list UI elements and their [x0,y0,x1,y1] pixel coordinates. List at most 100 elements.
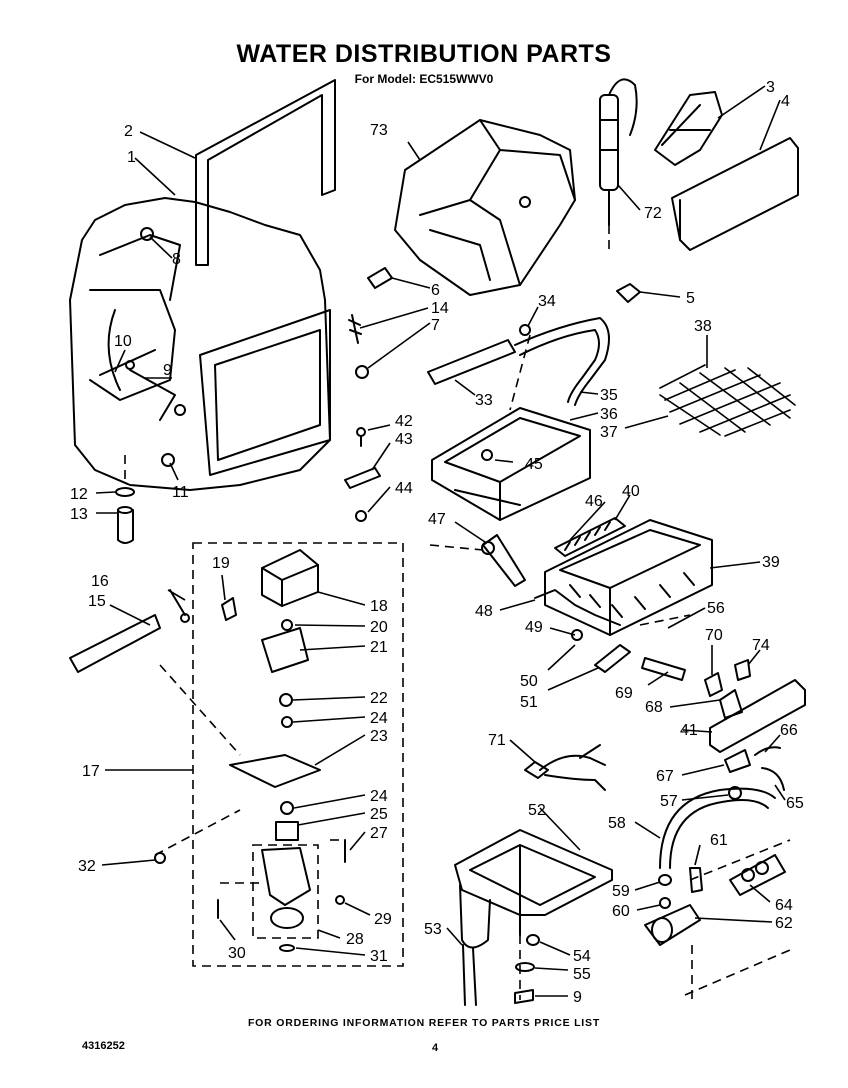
callout-62: 62 [775,915,793,932]
callout-1: 1 [127,149,136,166]
part-ice-mold [544,517,713,636]
callout-23: 23 [370,728,388,745]
callout-46: 46 [585,493,603,510]
dashed-guides [124,225,791,1000]
callout-54: 54 [573,948,591,965]
callout-56: 56 [707,600,725,617]
callout-51: 51 [520,694,538,711]
document-number: 4316252 [82,1040,125,1052]
callout-30: 30 [228,945,246,962]
callout-20: 20 [370,619,388,636]
callout-65: 65 [786,795,804,812]
callout-70: 70 [705,627,723,644]
callout-73: 73 [370,122,388,139]
leader-lines [95,85,786,997]
part-bracket-hardware [344,427,381,522]
part-fitting [616,283,641,303]
callout-2: 2 [124,123,133,140]
part-drip-tray [454,829,613,1006]
callout-14: 14 [431,300,449,317]
part-probe [599,78,638,226]
callout-8: 8 [172,251,181,268]
callout-31: 31 [370,948,388,965]
callout-5: 5 [686,290,695,307]
part-liner-housing [69,197,331,491]
callout-19: 19 [212,555,230,572]
callout-39: 39 [762,554,780,571]
callout-53: 53 [424,921,442,938]
callout-74: 74 [752,637,770,654]
callout-25: 25 [370,806,388,823]
callout-6: 6 [431,282,440,299]
part-handle [654,91,723,166]
callout-29: 29 [374,911,392,928]
callout-69: 69 [615,685,633,702]
part-control-cluster [641,657,806,800]
callout-55: 55 [573,966,591,983]
callout-60: 60 [612,903,630,920]
callout-71: 71 [488,732,506,749]
callout-10: 10 [114,333,132,350]
callout-35: 35 [600,387,618,404]
part-gasket [195,79,336,266]
part-wire-harness [524,744,606,791]
callout-labels: 1 2 3 4 5 6 7 8 9 10 11 12 13 14 15 16 1… [70,79,804,1006]
callout-9b: 9 [573,989,582,1006]
callout-47: 47 [428,511,446,528]
callout-52: 52 [528,802,546,819]
callout-24b: 24 [370,788,388,805]
part-clip-hardware [348,267,393,379]
callout-57: 57 [660,793,678,810]
callout-72: 72 [644,205,662,222]
callout-37: 37 [600,424,618,441]
callout-40: 40 [622,483,640,500]
callout-32: 32 [78,858,96,875]
callout-9a: 9 [163,362,172,379]
callout-58: 58 [608,815,626,832]
callout-48: 48 [475,603,493,620]
callout-7: 7 [431,317,440,334]
ordering-note: FOR ORDERING INFORMATION REFER TO PARTS … [247,1017,601,1029]
part-drain-hardware [514,934,540,1004]
callout-27: 27 [370,825,388,842]
callout-16: 16 [91,573,109,590]
callout-18: 18 [370,598,388,615]
part-water-tray [431,407,591,521]
callout-59: 59 [612,883,630,900]
callout-64: 64 [775,897,793,914]
part-grid [659,364,796,437]
part-ice-chute [394,119,576,296]
callout-24a: 24 [370,710,388,727]
callout-12: 12 [70,486,88,503]
callout-4: 4 [781,93,790,110]
part-mold-fittings [481,534,631,673]
callout-50: 50 [520,673,538,690]
callout-28: 28 [346,931,364,948]
callout-43: 43 [395,431,413,448]
callout-17: 17 [82,763,100,780]
part-panel [671,137,799,251]
callout-61: 61 [710,832,728,849]
callout-34: 34 [538,293,556,310]
part-left-hardware [69,487,190,673]
part-pump-assembly [154,549,346,952]
part-water-valve [644,787,786,946]
page-title: WATER DISTRIBUTION PARTS [236,40,612,68]
callout-68: 68 [645,699,663,716]
callout-21: 21 [370,639,388,656]
callout-11: 11 [172,484,189,501]
callout-33: 33 [475,392,493,409]
callout-66: 66 [780,722,798,739]
callout-22: 22 [370,690,388,707]
callout-13: 13 [70,506,88,523]
callout-49: 49 [525,619,543,636]
callout-42: 42 [395,413,413,430]
callout-41: 41 [680,722,698,739]
callout-36: 36 [600,406,618,423]
model-subtitle: For Model: EC515WWV0 [354,72,494,86]
callout-38: 38 [694,318,712,335]
callout-44: 44 [395,480,413,497]
callout-45: 45 [525,456,543,473]
callout-3: 3 [766,79,775,96]
